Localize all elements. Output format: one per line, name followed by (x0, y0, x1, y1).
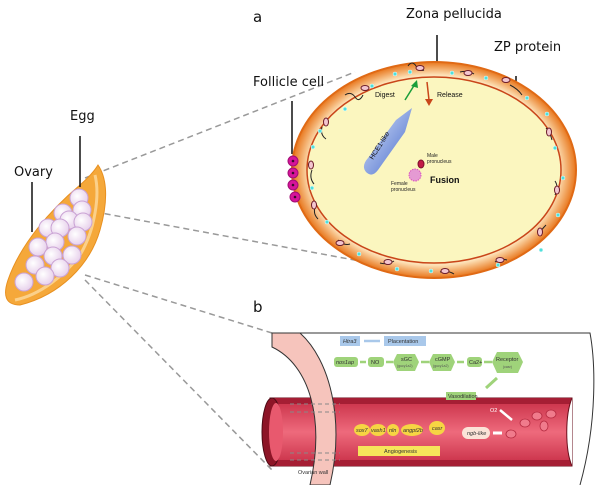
male-pronucleus (417, 159, 425, 169)
ovary-section (261, 332, 595, 485)
ovary-label: Ovary (14, 165, 53, 180)
pathway-node-label: Ca2+ (469, 360, 482, 366)
pathway-node-sub: (gucy1a2) (397, 364, 413, 368)
ngb-like-box (462, 427, 490, 439)
gene-bubble (370, 424, 386, 436)
ovary-illustration (5, 164, 107, 306)
pathway-node-label: sGC (401, 357, 412, 363)
red-blood-cells (505, 409, 557, 439)
zp-glycoprotein-dots (309, 69, 566, 274)
zp-protein-label: ZP protein (494, 40, 561, 55)
pathway-node (334, 357, 358, 367)
egg-label: Egg (70, 109, 95, 124)
female-pronucleus (408, 168, 422, 182)
pathway-node (492, 352, 523, 373)
gene-label: angpt2b (403, 428, 423, 434)
dashed-connectors (84, 71, 366, 471)
digest-label: Digest (375, 92, 395, 99)
pathway-node-label: cGMP (435, 357, 451, 363)
pathway-node (368, 357, 384, 367)
panel-b-label: b (253, 298, 263, 316)
signaling-pathway: nos1ap NO sGC (gucy1a2) cGMP (gucy1a2) C… (334, 352, 523, 390)
angiogenesis-bar (358, 446, 440, 456)
gene-label: nln (389, 428, 396, 434)
gene-bubble (429, 421, 445, 435)
o2-arrow (499, 409, 513, 421)
cytoplasm (306, 76, 562, 264)
ngb-like-label: ngb-like (467, 431, 486, 437)
gene-bubble (387, 424, 399, 436)
pathway-node-sub: (gucy1a2) (433, 364, 449, 368)
gene-label: sox7 (356, 428, 369, 434)
zona-pellucida-label: Zona pellucida (406, 7, 502, 22)
panel-a-label: a (253, 8, 262, 26)
release-arrow (425, 81, 433, 106)
vasodilation-label: Vasodilation (448, 394, 478, 400)
vasodilation-box (446, 392, 476, 400)
angiogenesis-genes: sox7 vash1 nln angpt2b casr (354, 421, 445, 436)
follicle-cells (287, 155, 301, 203)
release-label: Release (437, 92, 463, 99)
gene-bubble (354, 424, 370, 436)
gene-bubble (401, 424, 423, 436)
vasodilation-arrow (484, 376, 499, 390)
digest-arrow (404, 80, 418, 101)
gene-label: vash1 (371, 428, 386, 434)
follicle-cell-label: Follicle cell (253, 75, 324, 90)
fusion-label: Fusion (430, 175, 460, 185)
o2-label: O2 (490, 408, 497, 414)
ovarian-wall-label: Ovarian wall (298, 470, 328, 476)
pathway-node (467, 357, 482, 367)
placentation-label: Placentation (388, 339, 418, 345)
zp-protein-knots (308, 65, 560, 274)
pathway-node-label: Receptor (496, 357, 518, 363)
htra3-box (340, 336, 360, 346)
gene-label: casr (432, 426, 444, 432)
pathway-node (429, 354, 455, 371)
pathway-node-label: NO (371, 360, 380, 366)
pathway-node (393, 354, 419, 371)
angiogenesis-label: Angiogenesis (384, 449, 417, 455)
ovarian-wall (271, 332, 337, 485)
htra3-label: Htra3 (343, 339, 357, 345)
pathway-node-label: nos1ap (336, 360, 354, 366)
egg-cluster (14, 188, 93, 292)
placentation-box (384, 336, 426, 346)
pathway-node-sub: (casr) (503, 365, 512, 369)
